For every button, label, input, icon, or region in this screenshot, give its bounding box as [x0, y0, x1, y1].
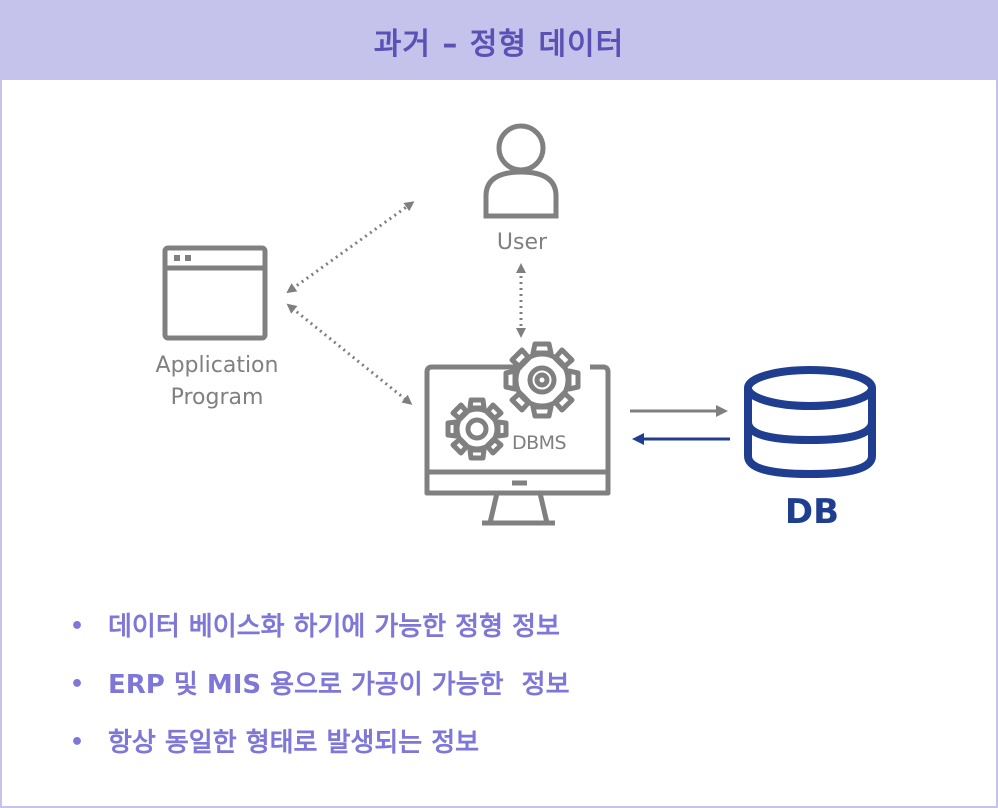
dbms-monitor-gears-icon: [424, 341, 611, 526]
title-bar: 과거 – 정형 데이터: [2, 2, 996, 80]
bullet-dot: •: [70, 730, 85, 755]
user-icon: [483, 123, 559, 219]
bullet-text: ERP 및 MIS 용으로 가공이 가능한 정보: [108, 670, 570, 700]
list-item: • 항상 동일한 형태로 발생되는 정보: [64, 723, 570, 781]
dbms-diagram: User Application Program DBMS DB: [2, 80, 996, 590]
application-label-line1: Application: [155, 353, 279, 378]
bullet-text: 데이터 베이스화 하기에 가능한 정형 정보: [108, 612, 560, 642]
list-item: • ERP 및 MIS 용으로 가공이 가능한 정보: [64, 665, 570, 723]
database-cylinder-icon: [744, 366, 876, 479]
bullet-text: 항상 동일한 형태로 발생되는 정보: [108, 728, 480, 758]
application-window-icon: [162, 245, 268, 341]
dotted-arrows: [286, 201, 526, 405]
bullet-list: • 데이터 베이스화 하기에 가능한 정형 정보 • ERP 및 MIS 용으로 가…: [64, 607, 570, 781]
bullet-dot: •: [70, 614, 85, 639]
application-program-label: Application Program: [122, 350, 312, 414]
diagram-graphics: [162, 123, 876, 526]
slide-title: 과거 – 정형 데이터: [373, 27, 625, 62]
dbms-label: DBMS: [512, 432, 567, 454]
list-item: • 데이터 베이스화 하기에 가능한 정형 정보: [64, 607, 570, 665]
application-label-line2: Program: [170, 385, 264, 410]
bullet-dot: •: [70, 672, 85, 697]
db-label: DB: [784, 492, 840, 532]
user-label: User: [496, 230, 548, 255]
